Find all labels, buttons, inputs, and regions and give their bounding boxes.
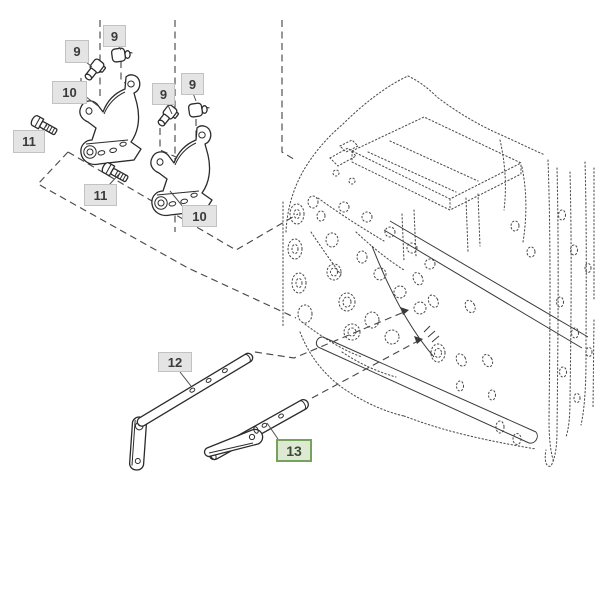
part-9-fitting-b: [110, 47, 134, 64]
part-10-bracket-a: [79, 74, 142, 166]
callout-9c[interactable]: 9: [152, 83, 175, 105]
part-13-shaft: [203, 398, 309, 461]
transmission-housing-sketch: [282, 75, 595, 467]
part-10-bracket-b: [150, 125, 213, 217]
callout-9d[interactable]: 9: [181, 73, 204, 95]
part-11-bolt-b: [100, 160, 131, 185]
callout-12[interactable]: 12: [158, 352, 192, 372]
callout-9a[interactable]: 9: [103, 25, 126, 47]
assembly-dashed-lines: [37, 20, 419, 399]
callout-leader-lines: [41, 42, 279, 440]
part-9-fitting-d: [187, 102, 211, 119]
part-12-shaft: [128, 352, 254, 471]
install-arrow-2: [414, 336, 423, 344]
callout-13-highlighted[interactable]: 13: [276, 439, 312, 462]
assembly-plane: [37, 151, 297, 319]
callout-11b[interactable]: 11: [84, 184, 117, 206]
housing-rails: [316, 220, 589, 444]
install-arrow-1: [400, 307, 409, 315]
callout-10a[interactable]: 10: [52, 81, 87, 104]
callout-10b[interactable]: 10: [182, 205, 217, 227]
callout-9b[interactable]: 9: [65, 40, 89, 63]
callout-11a[interactable]: 11: [13, 130, 45, 153]
install-axis-rod-13: [311, 340, 419, 399]
part-9-fitting-c: [154, 103, 181, 131]
install-axis-rod-12: [254, 311, 405, 359]
